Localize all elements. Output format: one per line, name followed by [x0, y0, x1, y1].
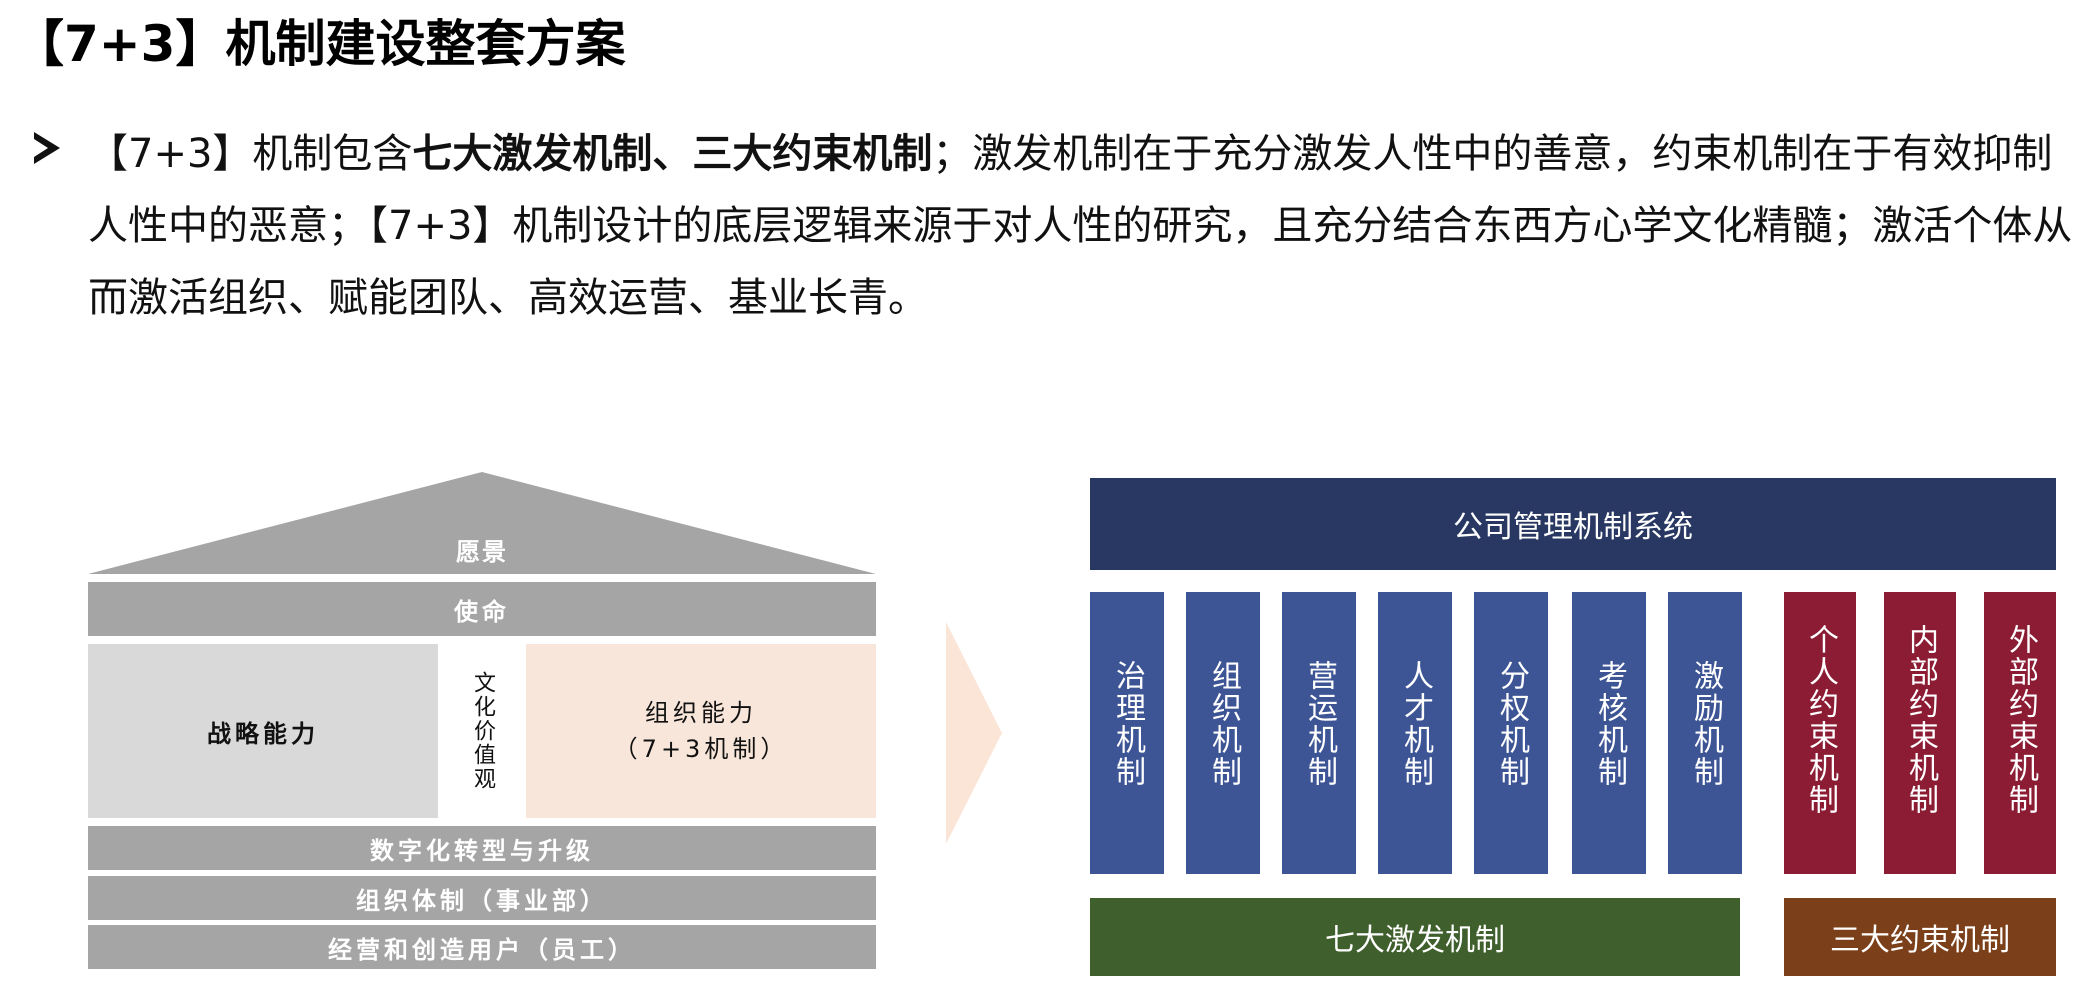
culture-pillar: 文化价值观: [438, 644, 526, 818]
vision-label: 愿景: [456, 538, 508, 566]
bullet-arrow-icon: [34, 132, 60, 164]
arrow-chevron-icon: [946, 622, 1002, 844]
constraint-mechanism-label: 内部约束机制: [1903, 624, 1938, 816]
roof-shape: [88, 472, 876, 574]
incentive-mechanism-column: 治理机制: [1090, 592, 1164, 874]
incentive-mechanism-column: 营运机制: [1282, 592, 1356, 874]
incentive-mechanism-column: 考核机制: [1572, 592, 1646, 874]
digital-band: 数字化转型与升级: [88, 826, 876, 870]
house-diagram: 愿景 使命 战略能力 文化价值观 组织能力 （7+3机制） 数字化转型与升级 组…: [88, 468, 876, 969]
system-header: 公司管理机制系统: [1090, 478, 2056, 570]
constraint-label-bar: 三大约束机制: [1784, 898, 2056, 976]
constraint-mechanism-label: 外部约束机制: [2003, 624, 2038, 816]
constraint-mechanism-column: 外部约束机制: [1984, 592, 2056, 874]
constraint-mechanism-column: 内部约束机制: [1884, 592, 1956, 874]
incentive-mechanism-label: 分权机制: [1494, 660, 1529, 788]
incentive-mechanism-label: 组织机制: [1206, 660, 1241, 788]
paragraph-text: 【7+3】机制包含七大激发机制、三大约束机制；激发机制在于充分激发人性中的善意，…: [88, 118, 2078, 334]
paragraph-separator: 、: [652, 131, 693, 177]
org-capability-box: 组织能力 （7+3机制）: [526, 644, 876, 818]
org-capability-label: 组织能力: [645, 699, 757, 727]
paragraph-bold-constraint: 三大约束机制: [692, 131, 933, 177]
culture-label: 文化价值观: [470, 671, 495, 791]
org-system-band: 组织体制（事业部）: [88, 876, 876, 920]
constraint-mechanism-label: 个人约束机制: [1803, 624, 1838, 816]
org-capability-sublabel: （7+3机制）: [613, 735, 789, 763]
incentive-mechanism-column: 组织机制: [1186, 592, 1260, 874]
incentive-mechanism-label: 治理机制: [1110, 660, 1145, 788]
paragraph-bold-incentive: 七大激发机制: [412, 131, 653, 177]
incentive-mechanism-column: 分权机制: [1474, 592, 1548, 874]
page-title: 【7+3】机制建设整套方案: [14, 15, 626, 73]
users-band: 经营和创造用户（员工）: [88, 925, 876, 969]
incentive-mechanism-label: 营运机制: [1302, 660, 1337, 788]
incentive-mechanism-column: 激励机制: [1668, 592, 1742, 874]
paragraph-part2: ；激发机制在于充分激发人性中的善意，约束机制在于有效抑制人性中的恶意；【7+3】…: [88, 131, 2073, 321]
incentive-mechanism-column: 人才机制: [1378, 592, 1452, 874]
incentive-label-bar: 七大激发机制: [1090, 898, 1740, 976]
incentive-mechanism-label: 人才机制: [1398, 660, 1433, 788]
mission-band: 使命: [88, 582, 876, 636]
constraint-mechanism-column: 个人约束机制: [1784, 592, 1856, 874]
incentive-mechanism-label: 激励机制: [1688, 660, 1723, 788]
incentive-mechanism-label: 考核机制: [1592, 660, 1627, 788]
strategy-box: 战略能力: [88, 644, 438, 818]
paragraph-part1: 【7+3】机制包含: [88, 131, 413, 177]
